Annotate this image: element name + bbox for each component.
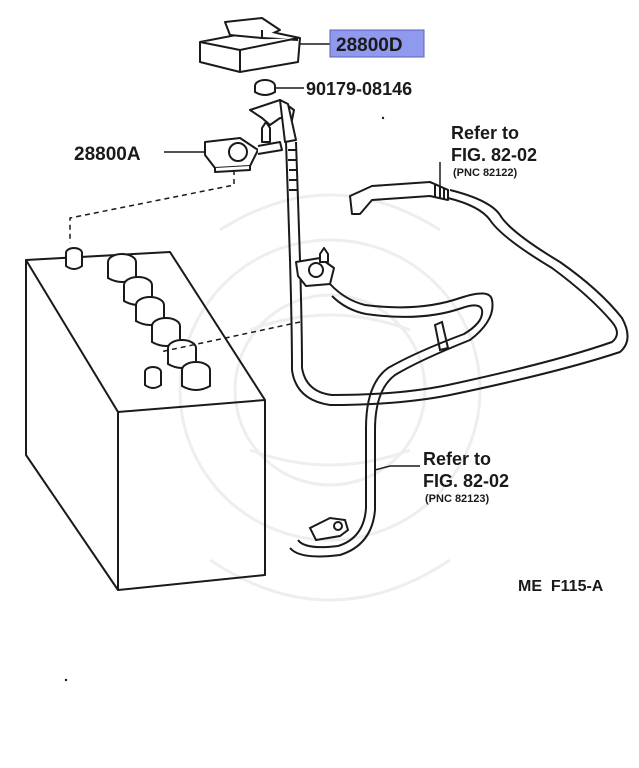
ref-lower-line2[interactable]: FIG. 82-02 (423, 471, 509, 491)
negative-cable (289, 283, 494, 558)
callout-leaders (164, 43, 441, 471)
negative-terminal-clamp[interactable] (295, 247, 335, 287)
ref-upper-line3: (PNC 82122) (453, 167, 518, 179)
dashed-leaders (69, 170, 301, 353)
scan-speck (64, 678, 68, 682)
positive-cable (285, 141, 629, 407)
part-label-nut[interactable]: 90179-08146 (306, 79, 412, 99)
battery-cell-caps (65, 247, 211, 391)
nut-part[interactable] (254, 79, 276, 96)
cable-terminal-lug (249, 99, 297, 143)
figure-code: ME F115-A (518, 578, 604, 595)
part-highlight-box[interactable] (329, 29, 425, 58)
positive-terminal-clamp[interactable] (204, 121, 283, 173)
negative-cable-ring-terminal (308, 516, 350, 542)
ref-upper-line2[interactable]: FIG. 82-02 (451, 145, 537, 165)
part-label-cover[interactable]: 28800D (336, 35, 403, 56)
part-label-terminal[interactable]: 28800A (74, 144, 141, 165)
scan-speck (381, 116, 385, 120)
ref-upper-line1: Refer to (451, 123, 519, 143)
watermark-emblem (178, 193, 482, 602)
ref-lower-line1: Refer to (423, 449, 491, 469)
battery-terminal-cover[interactable] (199, 17, 301, 73)
upper-cable-connector (349, 181, 449, 215)
ref-lower-line3: (PNC 82123) (425, 493, 490, 505)
